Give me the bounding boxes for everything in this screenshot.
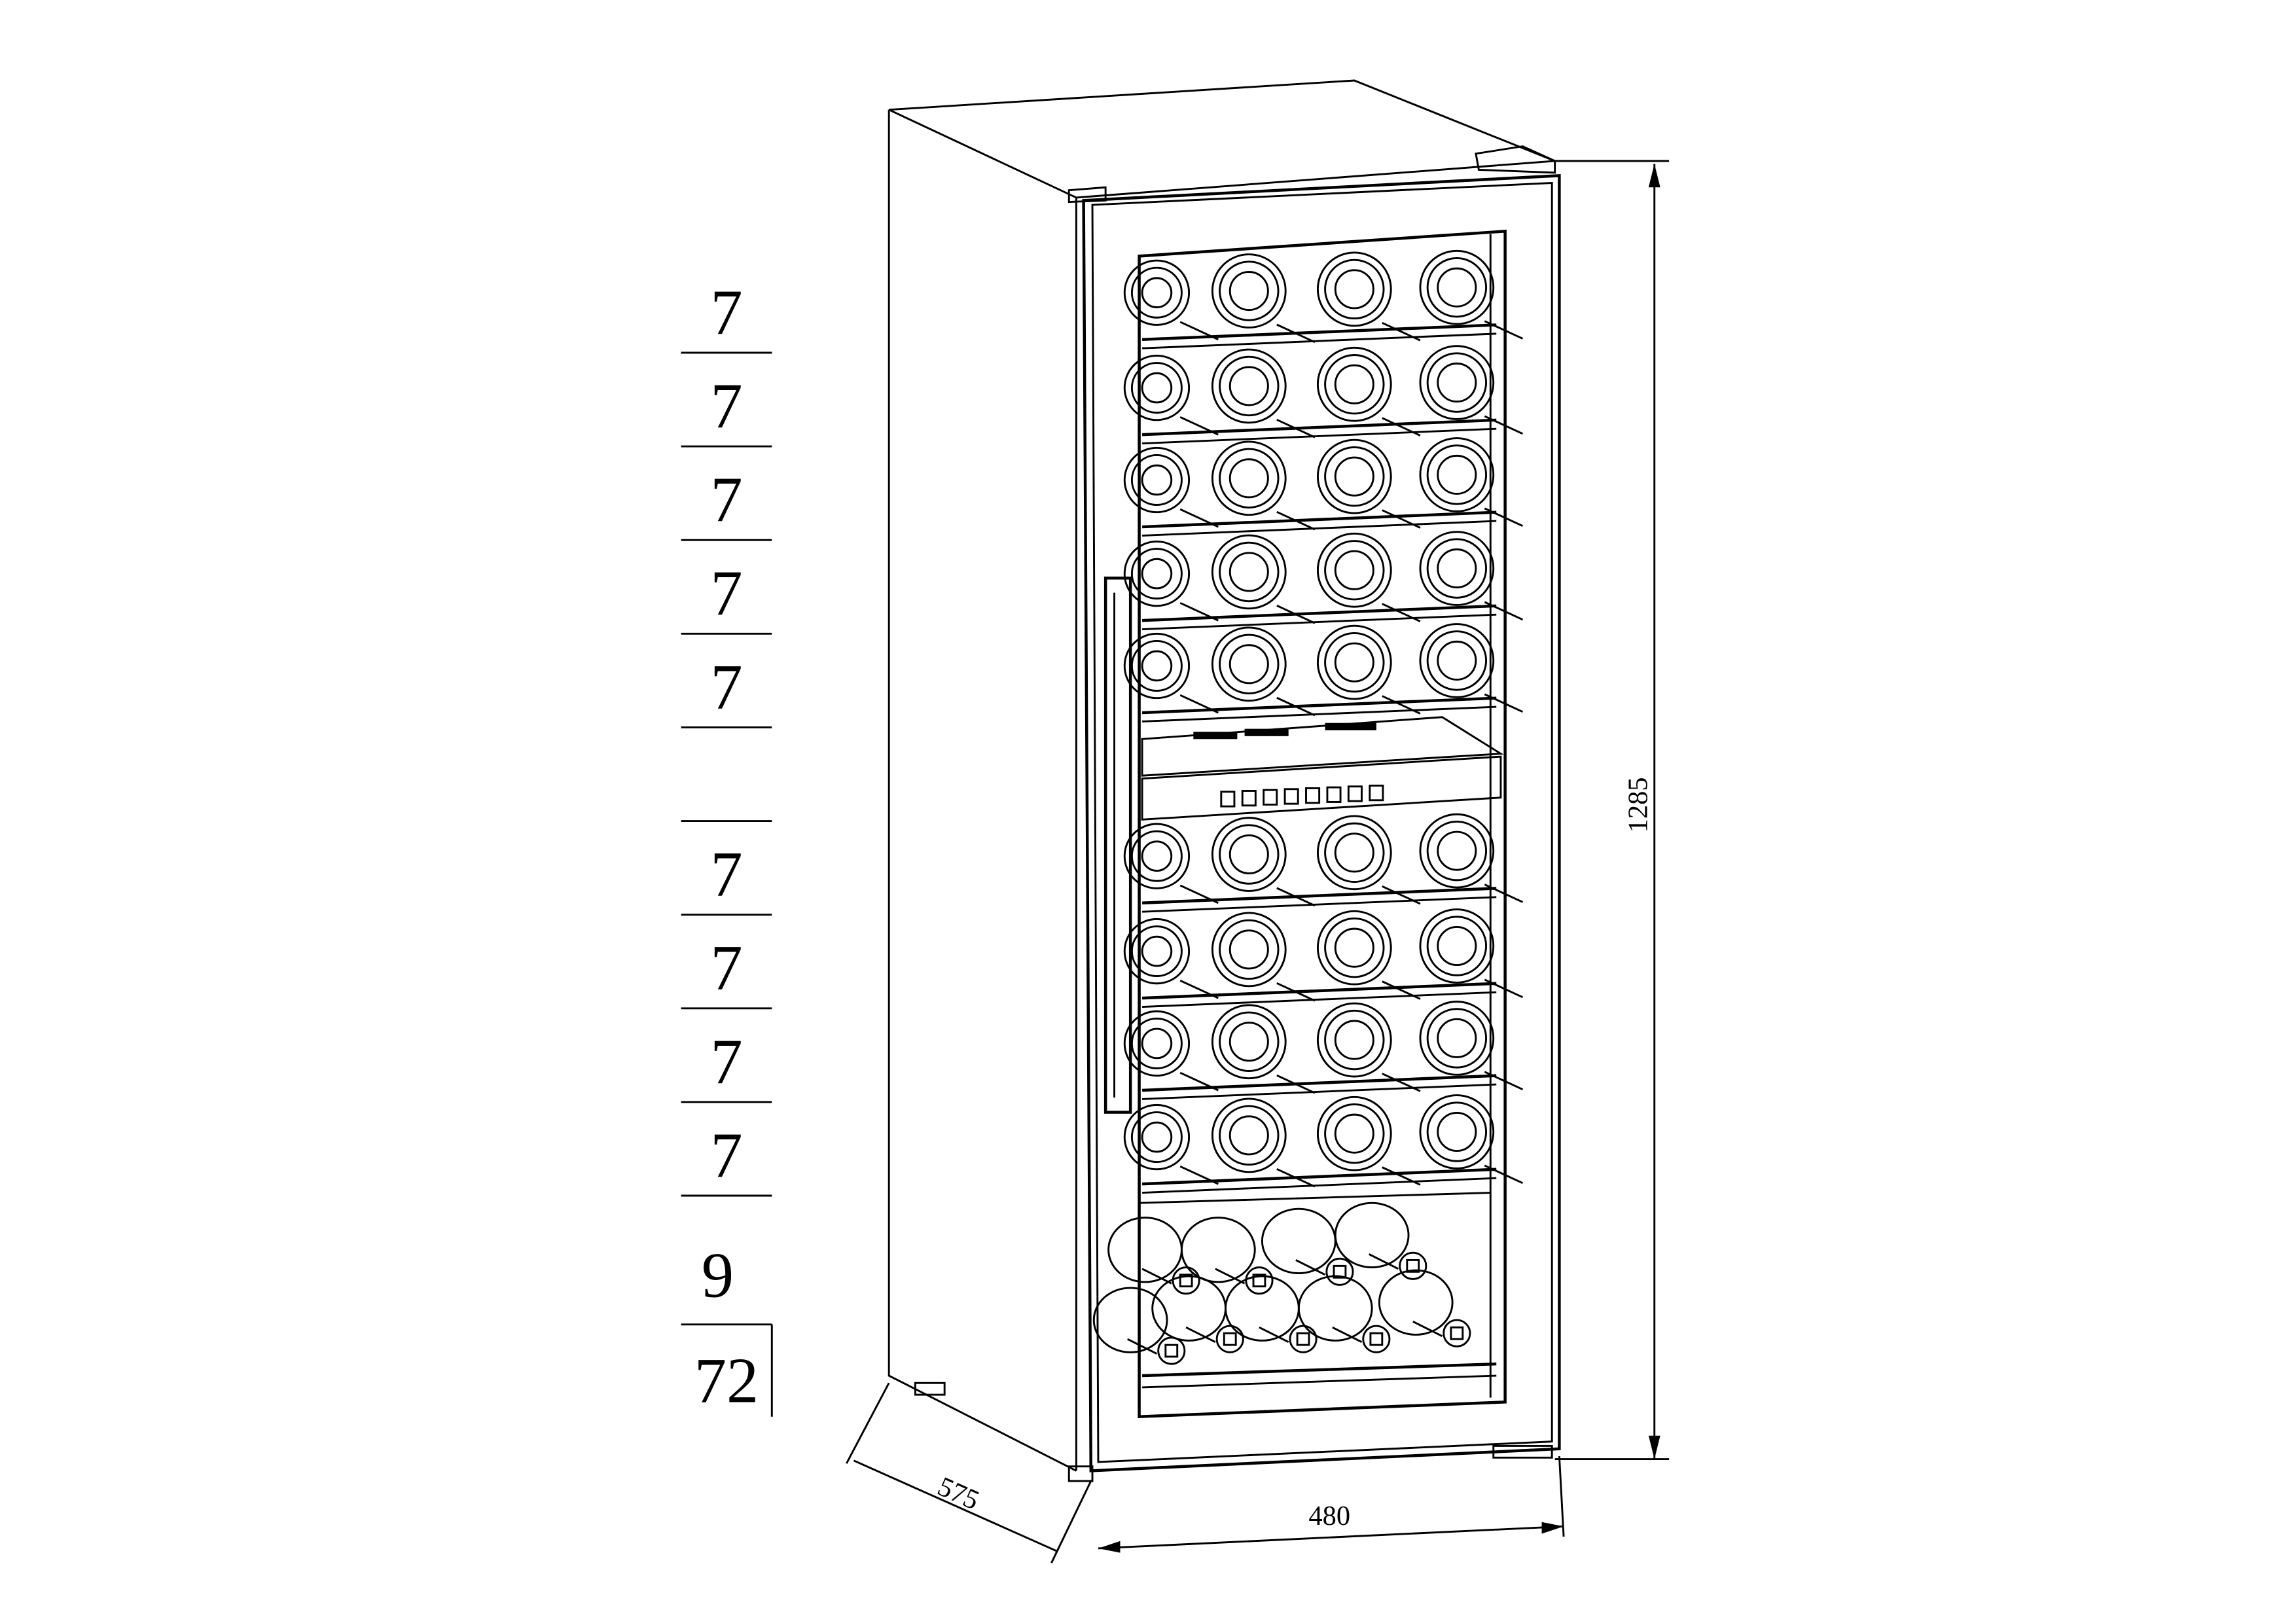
capacity-table: 7 7 7 7 7 7 7 7 7 9 72 [681, 277, 773, 1417]
up-button-icon [1326, 786, 1342, 803]
bottle-base [1316, 251, 1392, 327]
shelf-row [1123, 345, 1524, 445]
foot-front-left [1067, 1465, 1094, 1482]
foot-rear [914, 1382, 946, 1396]
bottle-base [1123, 918, 1191, 985]
shelf-row [1123, 1094, 1524, 1194]
shelf-row [1123, 531, 1524, 631]
hinge-top [1475, 145, 1556, 174]
bottle-base [1211, 440, 1287, 516]
bottle-base [1211, 912, 1287, 988]
cabinet-body [888, 79, 1556, 1482]
bottle-base [1419, 531, 1495, 606]
upper-row-count: 7 [710, 370, 742, 442]
shelf-row [1123, 437, 1524, 537]
door-handle [1103, 577, 1132, 1114]
down-button-icon [1347, 785, 1363, 802]
bottle-base [1316, 1096, 1392, 1171]
shelves [1092, 249, 1524, 1389]
shelf-row [1123, 813, 1524, 913]
bottle-base [1419, 623, 1495, 698]
dimension-width: 480 [1098, 1455, 1565, 1553]
light-button-icon [1241, 790, 1257, 807]
lying-bottle [1092, 1287, 1168, 1353]
lying-bottle [1180, 1217, 1256, 1283]
bottle-base [1123, 1103, 1191, 1171]
lying-bottle [1107, 1217, 1183, 1283]
bottom-bottles [1092, 1192, 1497, 1389]
shelf [1141, 418, 1497, 437]
bottle-base [1316, 346, 1392, 422]
lying-bottle [1378, 1269, 1454, 1336]
lock-button-icon [1369, 784, 1384, 802]
lower-row-count: 7 [710, 933, 742, 1004]
lying-bottle [1297, 1275, 1373, 1342]
bottle-base [1211, 1004, 1287, 1080]
total-count: 72 [694, 1345, 759, 1416]
bottle-base [1211, 1097, 1287, 1173]
door [1082, 173, 1561, 1472]
bottle-base [1316, 815, 1392, 891]
bottle-base [1419, 345, 1495, 420]
lower-row-count: 7 [710, 1026, 742, 1097]
shelf [1141, 1074, 1497, 1092]
upper-row-count: 7 [710, 558, 742, 629]
bottle-base [1123, 540, 1191, 607]
bottle-base [1211, 348, 1287, 424]
upper-row-count: 7 [710, 464, 742, 535]
lying-bottle [1261, 1207, 1336, 1274]
bottle-base [1419, 813, 1495, 889]
bottle-base [1211, 253, 1287, 329]
bottle-base [1316, 1002, 1392, 1078]
bottle-base [1419, 908, 1495, 984]
bottle-base [1123, 354, 1191, 421]
lower-row-count: 7 [710, 839, 742, 910]
bottle-base [1419, 1001, 1495, 1076]
shelf-row [1123, 249, 1524, 349]
bottle-base [1211, 817, 1287, 892]
zone1-display-button-icon [1283, 788, 1299, 805]
height-label: 1285 [1623, 777, 1654, 832]
shelf [1141, 887, 1497, 904]
lower-row-count: 7 [710, 1120, 742, 1191]
bottle-base [1123, 632, 1191, 700]
shelf [1141, 696, 1497, 715]
bottom-row-count: 9 [702, 1240, 734, 1311]
power-button-icon [1220, 791, 1236, 808]
width-label: 480 [1308, 1501, 1350, 1531]
bottle-base [1316, 438, 1392, 514]
door-frame [1082, 173, 1561, 1472]
upper-row-count: 7 [710, 651, 742, 722]
bottle-base [1123, 823, 1191, 889]
zone2-display-button-icon [1305, 787, 1321, 804]
shelf [1141, 1168, 1497, 1186]
bottle-base [1316, 910, 1392, 986]
bottle-base [1316, 624, 1392, 700]
glass-panel [1138, 229, 1507, 1419]
shelf-row [1123, 908, 1524, 1008]
bottle-base [1316, 532, 1392, 608]
dimension-depth: 575 [846, 1382, 1092, 1563]
bottle-base [1419, 249, 1495, 325]
shelf-row [1123, 623, 1524, 722]
bottle-base [1123, 446, 1191, 514]
control-panel [1141, 716, 1504, 821]
shelf [1141, 604, 1497, 622]
cabinet-side [888, 109, 1077, 1472]
fan-button-icon [1263, 789, 1278, 806]
bottle-base [1419, 1094, 1495, 1169]
shelf [1141, 510, 1497, 529]
bottle-base [1211, 534, 1287, 610]
depth-label: 575 [933, 1471, 984, 1516]
upper-row-count: 7 [710, 277, 742, 348]
shelf [1141, 323, 1497, 342]
bottle-base [1123, 259, 1191, 326]
shelf [1141, 982, 1497, 1000]
bottle-base [1419, 437, 1495, 512]
lying-bottle [1334, 1202, 1410, 1269]
bottle-base [1123, 1010, 1191, 1077]
shelf-row [1123, 1001, 1524, 1100]
dimension-height: 1285 [1554, 160, 1670, 1460]
bottle-base [1211, 626, 1287, 702]
